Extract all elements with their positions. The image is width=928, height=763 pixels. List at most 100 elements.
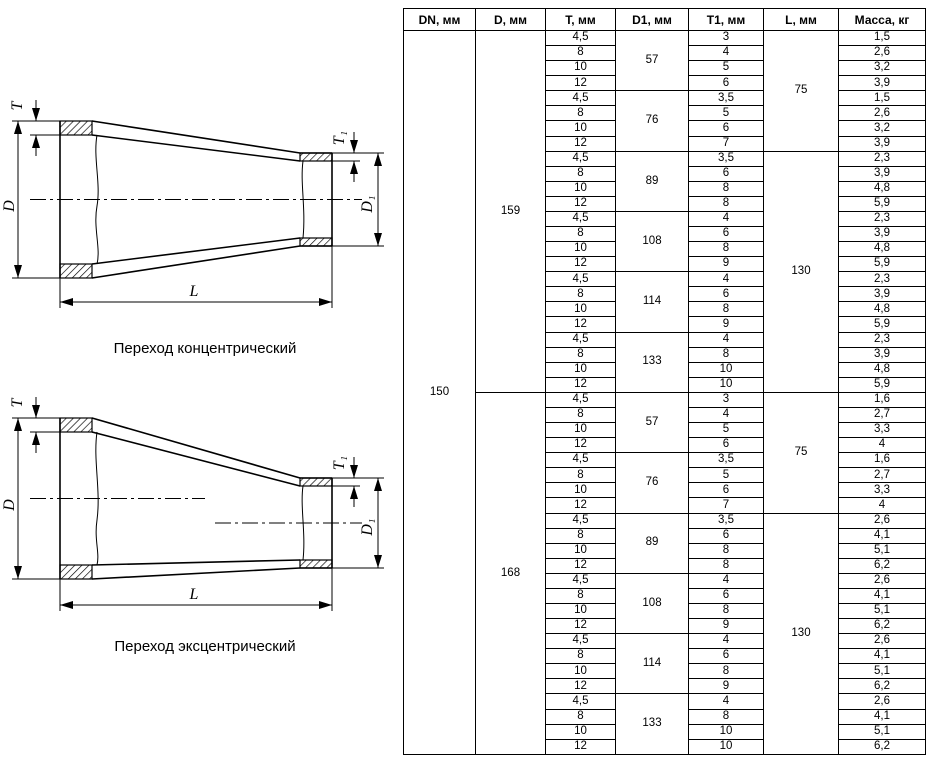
t1-cell: 10 (688, 723, 764, 740)
dim-label-L: L (189, 283, 199, 300)
t-cell: 12 (545, 497, 616, 514)
dimension-T1 (332, 132, 360, 182)
mass-cell: 3,9 (838, 226, 926, 243)
dim-label-D: D (1, 499, 18, 512)
t-cell: 8 (545, 105, 616, 122)
mass-cell: 4,1 (838, 708, 926, 725)
t1-cell: 4 (688, 633, 764, 650)
mass-cell: 5,1 (838, 602, 926, 620)
t-cell: 12 (545, 376, 616, 393)
t-cell: 4,5 (545, 90, 616, 107)
dim-label-T1: T₁ (331, 131, 348, 145)
d1-cell: 76 (615, 452, 689, 514)
t-cell: 10 (545, 542, 616, 559)
t1-cell: 8 (688, 602, 764, 620)
t-cell: 10 (545, 241, 616, 258)
t1-cell: 8 (688, 708, 764, 725)
t-cell: 12 (545, 437, 616, 454)
t1-cell: 7 (688, 497, 764, 514)
t1-cell: 4 (688, 331, 764, 348)
t1-cell: 8 (688, 663, 764, 680)
mass-cell: 4,8 (838, 180, 926, 197)
mass-cell: 5,9 (838, 376, 926, 393)
t-cell: 8 (545, 165, 616, 182)
mass-cell: 4,8 (838, 241, 926, 258)
t1-cell: 6 (688, 226, 764, 243)
d1-cell: 89 (615, 512, 689, 574)
mass-cell: 4,8 (838, 361, 926, 378)
eccentric-reducer-drawing: D T T₁ D₁ L (1, 397, 384, 611)
t-cell: 10 (545, 663, 616, 680)
t1-cell: 8 (688, 195, 764, 212)
t1-cell: 10 (688, 738, 764, 756)
mass-cell: 4 (838, 497, 926, 514)
t1-cell: 6 (688, 437, 764, 454)
t-cell: 12 (545, 678, 616, 695)
mass-cell: 2,7 (838, 406, 926, 424)
t-cell: 10 (545, 301, 616, 318)
column-header: D1, мм (615, 8, 689, 31)
mass-cell: 4,8 (838, 301, 926, 318)
t-cell: 10 (545, 180, 616, 197)
t1-cell: 8 (688, 180, 764, 197)
mass-cell: 2,6 (838, 105, 926, 122)
d1-cell: 114 (615, 633, 689, 695)
t-cell: 10 (545, 482, 616, 499)
t1-cell: 3 (688, 391, 764, 408)
dim-label-D1: D₁ (359, 195, 376, 213)
dim-label-T: T (9, 100, 26, 110)
mass-cell: 5,9 (838, 256, 926, 273)
t-cell: 4,5 (545, 150, 616, 167)
t1-cell: 4 (688, 45, 764, 62)
mass-cell: 4,1 (838, 587, 926, 604)
wall-sections (59, 120, 333, 279)
mass-cell: 3,3 (838, 422, 926, 439)
d1-cell: 89 (615, 150, 689, 212)
t1-cell: 8 (688, 301, 764, 318)
mass-cell: 3,2 (838, 120, 926, 137)
t1-cell: 10 (688, 376, 764, 393)
t1-cell: 3 (688, 29, 764, 47)
dim-label-T1: T₁ (331, 456, 348, 470)
t1-cell: 5 (688, 60, 764, 77)
column-header: T, мм (545, 8, 616, 31)
t1-cell: 6 (688, 527, 764, 544)
mass-cell: 3,9 (838, 286, 926, 303)
dimension-D1 (332, 152, 384, 247)
t-cell: 4,5 (545, 572, 616, 589)
dim-label-L: L (189, 586, 199, 603)
mass-cell: 6,2 (838, 738, 926, 756)
t-cell: 8 (545, 346, 616, 363)
d1-cell: 76 (615, 90, 689, 152)
t1-cell: 4 (688, 693, 764, 710)
mass-cell: 2,6 (838, 512, 926, 529)
t1-cell: 6 (688, 482, 764, 499)
column-header: DN, мм (403, 8, 476, 31)
t1-cell: 6 (688, 648, 764, 665)
dim-label-D: D (1, 200, 18, 213)
column-header: Масса, кг (838, 8, 926, 31)
t1-cell: 4 (688, 572, 764, 589)
t-cell: 12 (545, 738, 616, 756)
dimension-T1 (332, 457, 360, 507)
dimension-D1 (332, 477, 384, 569)
t-cell: 12 (545, 75, 616, 92)
mass-cell: 2,6 (838, 45, 926, 62)
mass-cell: 2,3 (838, 271, 926, 288)
t-cell: 8 (545, 648, 616, 665)
t1-cell: 8 (688, 346, 764, 363)
